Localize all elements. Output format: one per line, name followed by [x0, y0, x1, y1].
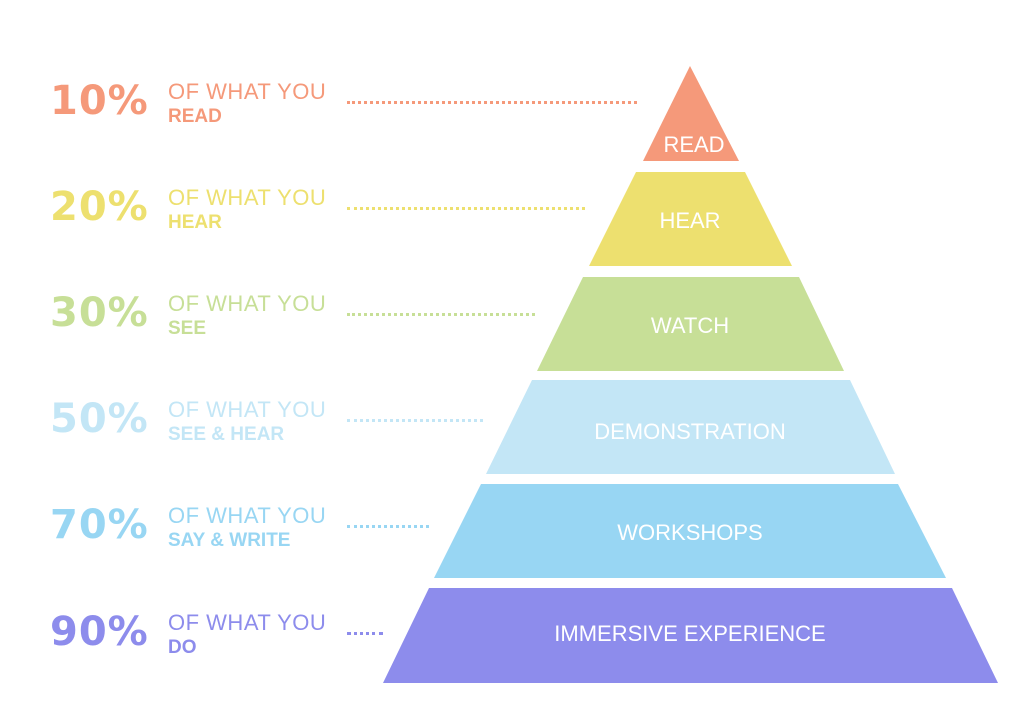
pyramid-tier-label: READ — [663, 132, 724, 157]
retention-percent: 30% — [50, 290, 149, 336]
pyramid-tier-workshops — [434, 484, 946, 578]
pyramid-tier-label: IMMERSIVE EXPERIENCE — [554, 621, 825, 646]
retention-verb: HEAR — [168, 212, 222, 233]
connector-dots — [347, 207, 585, 210]
retention-prefix: OF WHAT YOU — [168, 185, 327, 210]
retention-row-do: 90% OF WHAT YOU DO — [0, 609, 640, 679]
retention-verb: DO — [168, 637, 197, 658]
pyramid-tier-label: WORKSHOPS — [617, 520, 762, 545]
connector-dots — [347, 313, 535, 316]
connector-dots — [347, 419, 483, 422]
retention-percent: 10% — [50, 78, 149, 124]
pyramid-tier-immersive-experience — [383, 588, 998, 683]
pyramid-tier-read — [643, 66, 739, 161]
retention-verb: SAY & WRITE — [168, 530, 291, 551]
retention-row-say-write: 70% OF WHAT YOU SAY & WRITE — [0, 502, 640, 572]
pyramid-tier-watch — [537, 277, 844, 371]
pyramid-tier-label: HEAR — [659, 208, 720, 233]
retention-verb: READ — [168, 106, 222, 127]
retention-prefix: OF WHAT YOU — [168, 79, 327, 104]
retention-percent: 70% — [50, 502, 149, 548]
pyramid-tier-label: WATCH — [651, 313, 729, 338]
retention-verb: SEE & HEAR — [168, 424, 285, 445]
pyramid-tier-hear — [589, 172, 792, 266]
retention-prefix: OF WHAT YOU — [168, 610, 327, 635]
retention-percent: 50% — [50, 396, 149, 442]
pyramid-tier-label: DEMONSTRATION — [594, 419, 785, 444]
connector-dots — [347, 632, 383, 635]
retention-prefix: OF WHAT YOU — [168, 397, 327, 422]
pyramid-tier-demonstration — [486, 380, 895, 474]
retention-verb: SEE — [168, 318, 207, 339]
retention-prefix: OF WHAT YOU — [168, 291, 327, 316]
retention-percent: 20% — [50, 184, 149, 230]
retention-row-see-hear: 50% OF WHAT YOU SEE & HEAR — [0, 396, 640, 466]
retention-percent: 90% — [50, 609, 149, 655]
retention-row-see: 30% OF WHAT YOU SEE — [0, 290, 640, 360]
connector-dots — [347, 101, 637, 104]
retention-row-hear: 20% OF WHAT YOU HEAR — [0, 184, 640, 254]
retention-prefix: OF WHAT YOU — [168, 503, 327, 528]
connector-dots — [347, 525, 429, 528]
retention-row-read: 10% OF WHAT YOU READ — [0, 78, 640, 148]
